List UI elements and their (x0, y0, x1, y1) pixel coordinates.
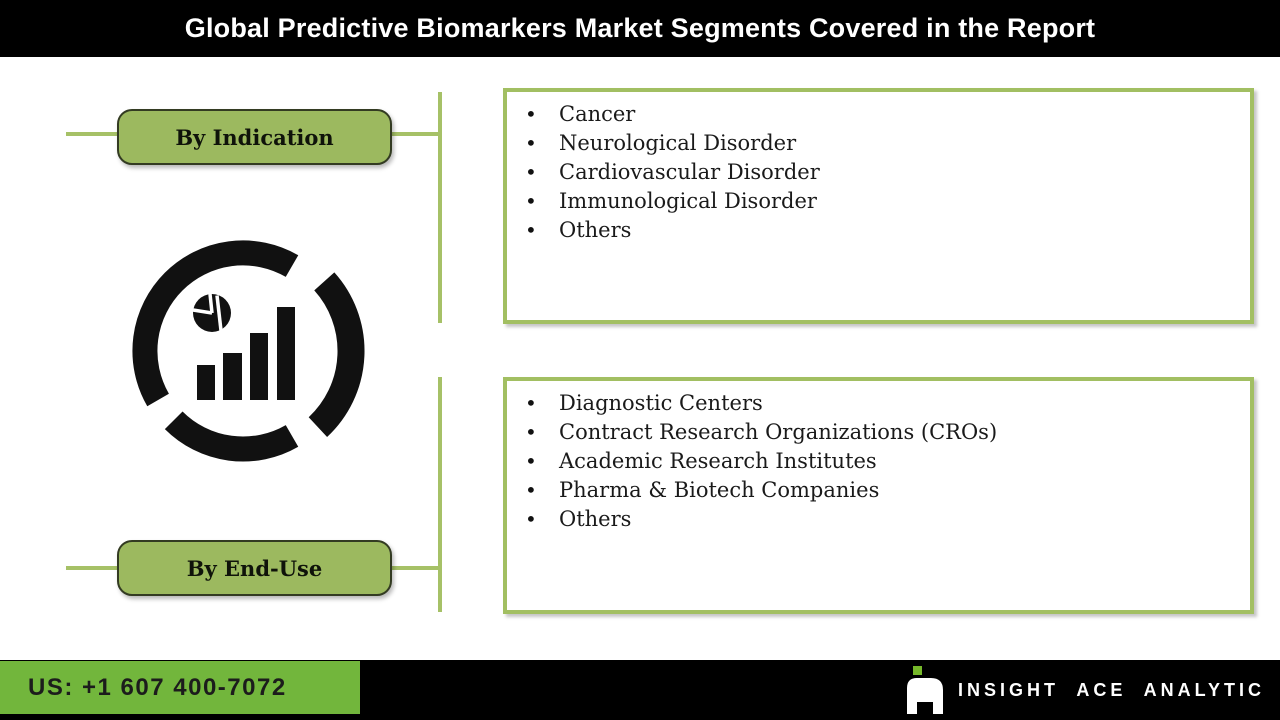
donut-ring-icon (132, 240, 365, 462)
bar-chart-icon (197, 307, 295, 400)
phone-badge: US: +1 607 400-7072 (0, 661, 360, 714)
connector-vertical-end-use (438, 377, 442, 612)
indication-panel: Cancer Neurological Disorder Cardiovascu… (503, 88, 1254, 324)
end-use-list: Diagnostic Centers Contract Research Org… (507, 389, 1250, 534)
list-item: Neurological Disorder (507, 129, 1250, 158)
list-item: Immunological Disorder (507, 187, 1250, 216)
footer-bar: US: +1 607 400-7072 (0, 660, 1280, 720)
brand-name: INSIGHT ACE ANALYTIC (958, 679, 1266, 700)
end-use-panel: Diagnostic Centers Contract Research Org… (503, 377, 1254, 614)
list-item: Cancer (507, 100, 1250, 129)
pie-chart-icon (192, 293, 231, 332)
connector-line-end-use (392, 566, 439, 570)
indication-list: Cancer Neurological Disorder Cardiovascu… (507, 100, 1250, 245)
phone-number: US: +1 607 400-7072 (28, 673, 287, 701)
segment-button-by-indication[interactable]: By Indication (117, 109, 392, 165)
list-item: Others (507, 216, 1250, 245)
list-item: Academic Research Institutes (507, 447, 1250, 476)
header-bar: Global Predictive Biomarkers Market Segm… (0, 0, 1280, 57)
segment-button-by-end-use[interactable]: By End-Use (117, 540, 392, 596)
connector-stub-end-use (66, 566, 117, 570)
list-item: Others (507, 505, 1250, 534)
list-item: Pharma & Biotech Companies (507, 476, 1250, 505)
connector-vertical-indication (438, 92, 442, 323)
insight-ace-logo-icon (907, 666, 943, 714)
list-item: Cardiovascular Disorder (507, 158, 1250, 187)
connector-line-indication (392, 132, 439, 136)
brand-block: INSIGHT ACE ANALYTIC (850, 660, 1280, 720)
segment-button-label: By Indication (175, 124, 334, 150)
page-title: Global Predictive Biomarkers Market Segm… (184, 13, 1096, 43)
list-item: Contract Research Organizations (CROs) (507, 418, 1250, 447)
market-analytics-icon (132, 240, 365, 462)
segment-button-label: By End-Use (186, 555, 323, 581)
connector-stub-indication (66, 132, 117, 136)
list-item: Diagnostic Centers (507, 389, 1250, 418)
